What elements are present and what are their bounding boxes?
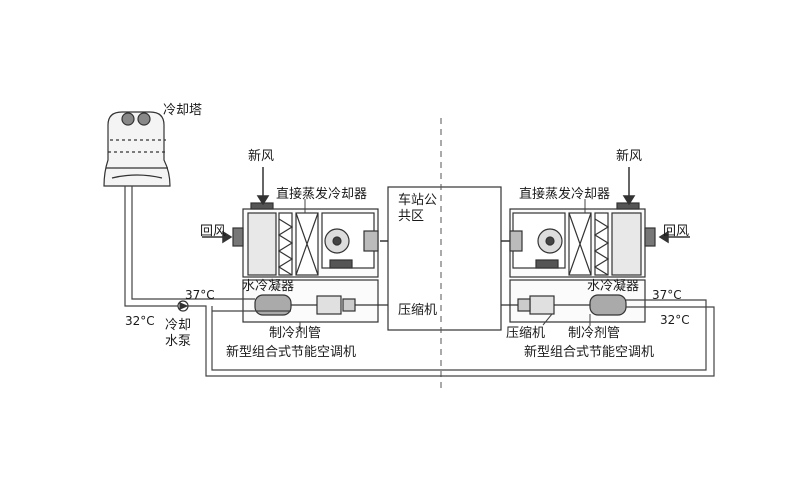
label-water-condenser-right: 水冷凝器: [587, 279, 640, 294]
label-pump-1: 冷却: [165, 318, 192, 333]
cooling-tower: [103, 111, 171, 187]
label-fresh-air-left: 新风: [248, 149, 275, 164]
label-dx-cooler-left: 直接蒸发冷却器: [276, 187, 368, 202]
label-dx-cooler-right: 直接蒸发冷却器: [519, 187, 611, 202]
right-ac-unit: [509, 202, 656, 278]
label-return-air-right: 回风: [663, 224, 690, 239]
label-return-air-left: 回风: [200, 224, 227, 239]
cooling-water-piping: [124, 186, 715, 377]
label-cooling-tower: 冷却塔: [163, 103, 203, 118]
label-temp-37-left: 37°C: [185, 288, 215, 302]
label-unit-left: 新型组合式节能空调机: [226, 345, 357, 360]
label-station-area-1: 车站公: [398, 193, 438, 208]
label-compressor-center: 压缩机: [398, 303, 438, 318]
right-lower-components: [501, 279, 646, 323]
leader-lines: [299, 199, 591, 330]
label-water-condenser-left: 水冷凝器: [242, 279, 295, 294]
label-refrigerant-pipe-left: 制冷剂管: [269, 326, 322, 341]
label-refrigerant-pipe-right: 制冷剂管: [568, 326, 621, 341]
left-ac-unit: [232, 202, 379, 278]
label-station-area-2: 共区: [398, 209, 425, 224]
label-pump-2: 水泵: [165, 334, 192, 349]
label-temp-32-right: 32°C: [660, 313, 690, 327]
air-flow-arrows: [202, 167, 690, 244]
label-temp-37-right: 37°C: [652, 288, 682, 302]
label-unit-right: 新型组合式节能空调机: [524, 345, 655, 360]
cooling-water-pump: [177, 300, 189, 312]
label-compressor-right: 压缩机: [506, 326, 546, 341]
left-lower-components: [242, 279, 388, 323]
label-temp-32-left: 32°C: [125, 314, 155, 328]
station-public-area: [387, 186, 502, 331]
label-fresh-air-right: 新风: [616, 149, 643, 164]
